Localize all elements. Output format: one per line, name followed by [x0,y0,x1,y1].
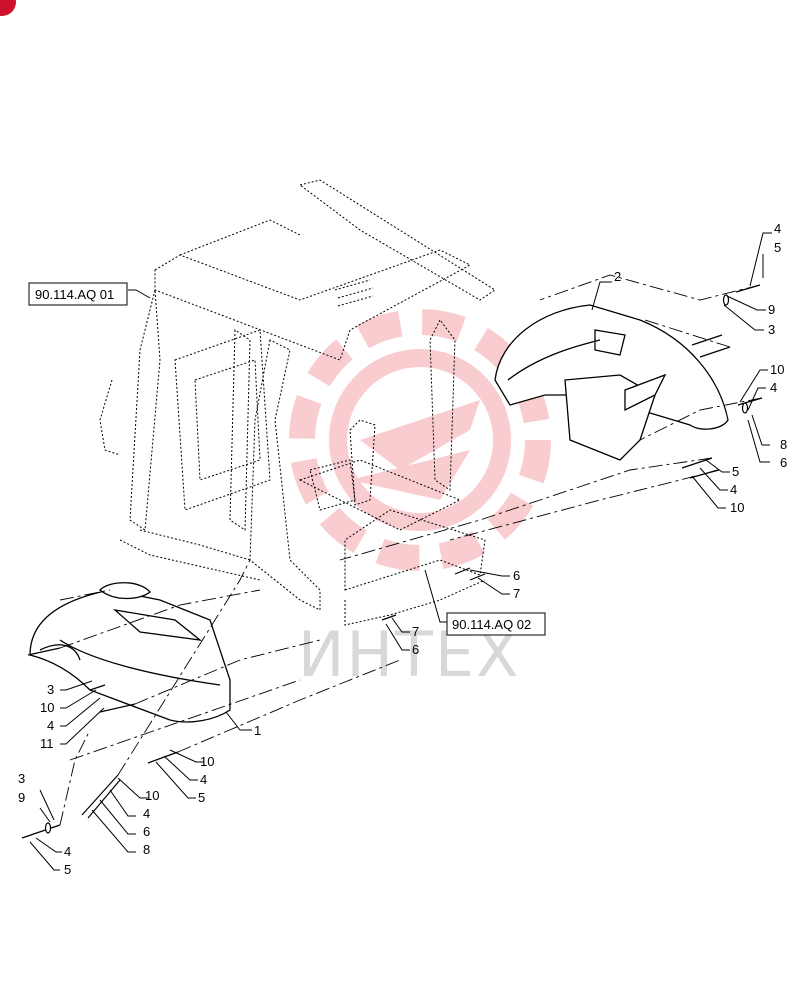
reference-box-aq01 [28,282,128,306]
callout-30: 9 [18,790,25,805]
callout-10: 6 [780,455,787,470]
callout-6: 3 [768,322,775,337]
callout-13: 10 [730,500,744,515]
fender-part-2 [494,304,729,461]
callout-20: 4 [47,718,54,733]
callout-17: 6 [412,642,419,657]
callout-12: 4 [730,482,737,497]
reference-label-aq02: 90.114.AQ 02 [452,617,531,632]
callout-5: 9 [768,302,775,317]
watermark-gear-icon [289,309,551,571]
callout-21: 11 [40,736,54,751]
callout-7: 10 [770,362,784,377]
callout-28: 8 [143,842,150,857]
callout-2: 2 [614,269,621,284]
callout-11: 5 [732,464,739,479]
frame-assembly [99,179,496,626]
callout-22: 10 [200,754,214,769]
callout-labels: 1 2 4 5 9 3 10 4 8 6 5 4 10 6 7 7 6 3 10… [18,221,787,877]
callout-24: 5 [198,790,205,805]
callout-3: 4 [774,221,781,236]
callout-16: 7 [412,624,419,639]
callout-19: 10 [40,700,54,715]
callout-18: 3 [47,682,54,697]
callout-27: 6 [143,824,150,839]
callout-9: 8 [780,437,787,452]
callout-23: 4 [200,772,207,787]
reference-box-aq02 [446,612,546,636]
callout-15: 7 [513,586,520,601]
callout-1: 1 [254,723,261,738]
corner-badge-icon [0,0,16,16]
fender-part-1 [29,582,231,723]
callout-31: 4 [64,844,71,859]
callout-25: 10 [145,788,159,803]
callout-26: 4 [143,806,150,821]
callout-32: 5 [64,862,71,877]
assembly-centre-lines [59,274,763,826]
callout-29: 3 [18,771,25,786]
callout-8: 4 [770,380,777,395]
callout-4: 5 [774,240,781,255]
reference-label-aq01: 90.114.AQ 01 [35,287,114,302]
leader-lines [29,232,772,871]
callout-14: 6 [513,568,520,583]
